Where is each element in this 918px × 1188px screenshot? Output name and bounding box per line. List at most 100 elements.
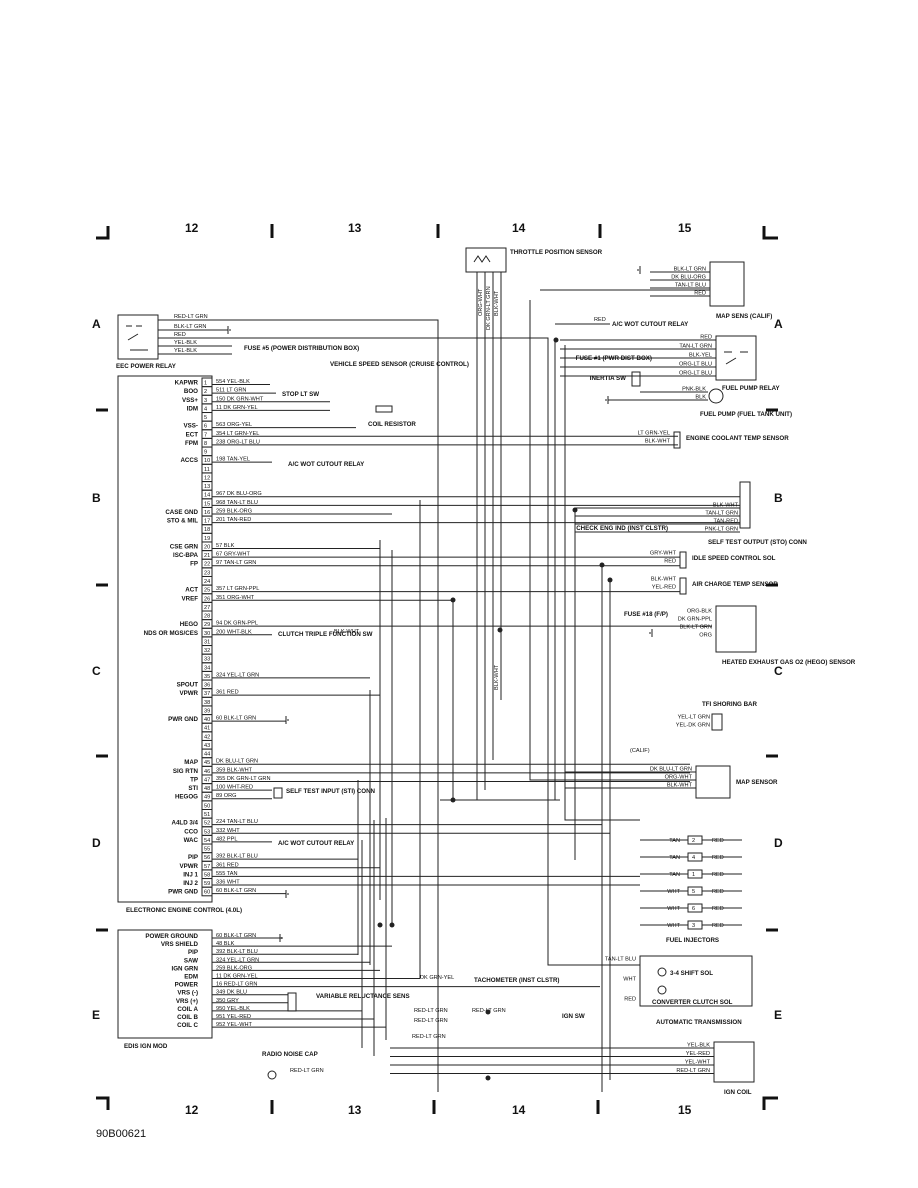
inertia-wire: PNK-BLK [682,387,706,393]
col-label-15-bottom: 15 [678,1103,692,1117]
fuel-pump-relay-wire: BLK-YEL [689,353,712,359]
harness-trunks [357,272,710,1092]
ecm-pin-number: 45 [204,760,210,766]
edis-pin-wire: 392 BLK-LT BLU [216,949,258,955]
ecm-pin-label: BOO [184,388,198,395]
fuel-pump-label: FUEL PUMP (FUEL TANK UNIT) [700,411,792,418]
ecm-pin-number: 48 [204,786,210,792]
ecm-pin-wire: 968 TAN-LT BLU [216,500,258,506]
ecm-pin-label: TP [190,776,198,783]
trans-wire: WHT [623,977,636,983]
coil-resistor-icon [375,405,393,413]
clutch-label: CLUTCH TRIPLE FUNCTION SW [278,631,373,638]
ecm-pin-number: 53 [204,829,210,835]
tach-label: TACHOMETER (INST CLSTR) [474,977,559,984]
ecm-pin-label: NDS OR MGS/CES [144,630,198,637]
row-label-e-right: E [774,1008,782,1022]
ecm-pin-wire: 60 BLK-LT GRN [216,888,256,894]
relay-wire-4: YEL-BLK [174,340,197,346]
fuse1-label: FUSE #1 (PWR DIST BOX) [576,355,652,362]
fuel-pump-relay-wire: TAN-LT GRN [679,344,712,350]
ecm-pin-label: STO & MIL [167,518,198,525]
red-lt-grn-label-3: RED-LT GRN [414,1018,448,1024]
ecm-pin-number: 47 [204,777,210,783]
map-sensor-label: MAP SENSOR [736,779,778,786]
inertia-switch-icon [631,371,641,387]
ecm-pin-number: 57 [204,864,210,870]
ecm-pin-label: STI [188,785,198,792]
radio-label: RADIO NOISE CAP [262,1051,318,1058]
row-label-b-left: B [92,491,101,505]
edis-pin-wire: 950 YEL-BLK [216,1006,250,1012]
edis-pin-wire: 11 DK GRN-YEL [216,974,258,980]
map-sensor-box [695,765,731,799]
injector-wire-left: WHT [667,889,680,895]
row-label-d-left: D [92,836,101,850]
vrs-sensor-icon [287,992,297,1012]
map-wire: ORG-WHT [665,775,693,781]
ign-coil-wire: RED-LT GRN [676,1068,710,1074]
ecm-pin-wire: 150 DK GRN-WHT [216,396,264,402]
row-label-e-left: E [92,1008,100,1022]
edis-pin-label: PIP [188,949,198,956]
ign-coil-label: IGN COIL [724,1089,752,1096]
fuel-injectors-label: FUEL INJECTORS [666,937,719,944]
col-label-12-bottom: 12 [185,1103,199,1117]
edis-pin-wire: 350 GRY [216,998,239,1004]
ecm-pin-number: 39 [204,708,210,714]
ecm-pin-wire: DK BLU-LT GRN [216,759,258,765]
throttle-position-sensor: THROTTLE POSITION SENSOR [465,247,603,273]
tfi-wire: YEL-LT GRN [678,715,710,721]
injector-wire-left: WHT [667,923,680,929]
sto-wire: TAN-RED [714,519,738,525]
ecm-pin-number: 6 [204,424,207,430]
injector-wire-left: WHT [667,906,680,912]
ecm-pin-label: A4LD 3/4 [172,820,199,827]
ecm-pin-number: 7 [204,432,207,438]
map-calif-wire: DK BLU-ORG [671,275,706,281]
row-label-d-right: D [774,836,783,850]
ecm-pin-number: 51 [204,812,210,818]
ecm-pin-label: VREF [181,595,198,602]
edis-pin-label: EDM [184,974,198,981]
sto-connector-box [739,481,751,529]
edis-label: EDIS IGN MOD [124,1043,168,1050]
injector-number: 4 [692,855,695,861]
ecm-pin-wire: 332 WHT [216,828,240,834]
idle-wire: RED [664,559,676,565]
ecm-pin-label: PWR GND [168,889,198,896]
ac-wot-label-2: A/C WOT CUTOUT RELAY [278,840,355,847]
trans-wire: TAN-LT BLU [605,957,636,963]
ecm-pin-wire: 57 BLK [216,543,235,549]
ecm-pin-wire: 392 BLK-LT BLU [216,854,258,860]
ecm-pin-label: VSS+ [182,397,198,404]
ecm-pin-number: 17 [204,519,210,525]
ecm-pin-number: 54 [204,838,210,844]
ecm-pin-number: 43 [204,743,210,749]
ecm-pin-number: 49 [204,795,210,801]
fuel-pump-relay-wire: RED [700,335,712,341]
conv-sol-icon [657,985,667,995]
act-wire: YEL-RED [652,585,676,591]
hego-wire: ORG [699,633,712,639]
edis-pin-label: VRS (-) [177,990,198,997]
ecm-pin-number: 59 [204,881,210,887]
tfi-wire: YEL-DK GRN [676,723,710,729]
sto-conn-label: SELF TEST OUTPUT (STO) CONN [708,539,807,546]
ecm-pin-number: 30 [204,631,210,637]
ecm-pin-number: 23 [204,570,210,576]
ecm-pin-wire: 238 ORG-LT BLU [216,439,260,445]
ecm-pin-number: 18 [204,527,210,533]
ecm-pin-cell [201,886,213,897]
injector-number: 6 [692,906,695,912]
fuel-pump-relay-wire: ORG-LT BLU [679,362,712,368]
sti-connector-icon [273,787,283,799]
ecm-pin-label: HEGO [180,621,198,628]
splice-dots [377,337,613,1081]
injector-number: 1 [692,872,695,878]
ecm-pin-wire: 200 WHT-BLK [216,629,252,635]
row-label-a-left: A [92,317,101,331]
ecm-pin-number: 19 [204,536,210,542]
